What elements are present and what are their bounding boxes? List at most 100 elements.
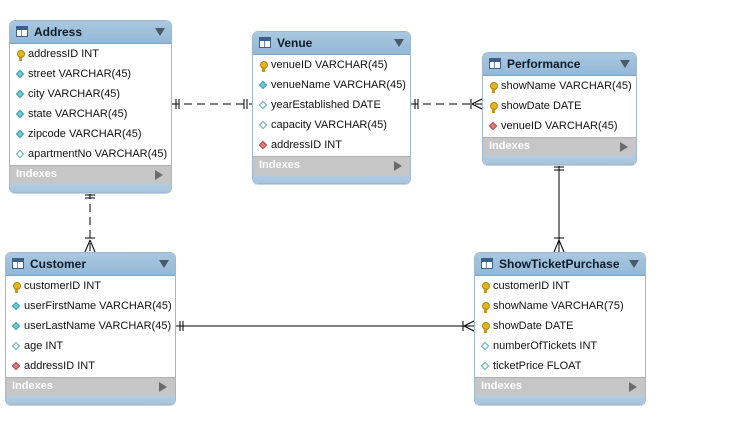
empty-diamond-icon [15, 149, 25, 160]
table-footer [475, 396, 645, 404]
filled-diamond-icon [11, 301, 21, 312]
column-row[interactable]: yearEstablished DATE [253, 96, 410, 116]
collapse-toggle-icon[interactable] [629, 260, 639, 268]
column-row[interactable]: showDate DATE [483, 97, 636, 117]
collapse-toggle-icon[interactable] [155, 28, 165, 36]
column-label: addressID INT [24, 360, 95, 372]
column-label: showDate DATE [493, 320, 574, 332]
column-label: venueID VARCHAR(45) [501, 120, 618, 132]
expand-arrow-icon[interactable] [620, 142, 628, 152]
column-list: showName VARCHAR(45) showDate DATE venueID… [483, 76, 636, 137]
column-label: state VARCHAR(45) [28, 108, 128, 120]
column-row[interactable]: userFirstName VARCHAR(45) [6, 297, 175, 317]
relationship-customer-showticketpurchase[interactable] [175, 320, 475, 332]
table-header[interactable]: Address [10, 21, 171, 44]
indexes-section[interactable]: Indexes [475, 377, 645, 396]
column-label: addressID INT [271, 139, 342, 151]
primary-key-icon [12, 282, 21, 293]
empty-diamond-icon [258, 120, 268, 131]
filled-diamond-icon [15, 109, 25, 120]
column-row[interactable]: street VARCHAR(45) [10, 65, 171, 85]
column-row[interactable]: customerID INT [475, 277, 645, 297]
column-row[interactable]: addressID INT [253, 136, 410, 156]
column-label: zipcode VARCHAR(45) [28, 128, 142, 140]
indexes-label: Indexes [259, 159, 300, 171]
column-row[interactable]: showDate DATE [475, 317, 645, 337]
column-row[interactable]: numberOfTickets INT [475, 337, 645, 357]
column-row[interactable]: capacity VARCHAR(45) [253, 116, 410, 136]
table-footer [10, 184, 171, 192]
column-row[interactable]: ticketPrice FLOAT [475, 357, 645, 377]
relationship-venue-performance[interactable] [410, 98, 483, 110]
table-header[interactable]: ShowTicketPurchase [475, 253, 645, 276]
column-row[interactable]: city VARCHAR(45) [10, 85, 171, 105]
collapse-toggle-icon[interactable] [159, 260, 169, 268]
column-row[interactable]: age INT [6, 337, 175, 357]
expand-arrow-icon[interactable] [394, 161, 402, 171]
relationship-address-customer[interactable] [84, 191, 96, 253]
column-row[interactable]: showName VARCHAR(45) [483, 77, 636, 97]
column-row[interactable]: venueID VARCHAR(45) [253, 56, 410, 76]
indexes-label: Indexes [481, 380, 522, 392]
filled-diamond-icon [15, 69, 25, 80]
column-label: capacity VARCHAR(45) [271, 119, 387, 131]
indexes-section[interactable]: Indexes [10, 165, 171, 184]
column-row[interactable]: state VARCHAR(45) [10, 105, 171, 125]
column-label: numberOfTickets INT [493, 340, 598, 352]
table-icon [16, 26, 28, 37]
column-row[interactable]: customerID INT [6, 277, 175, 297]
foreign-key-icon [258, 140, 268, 151]
table-venue[interactable]: Venue venueID VARCHAR(45) venueName VARCHA… [252, 31, 411, 184]
column-label: customerID INT [24, 280, 102, 292]
empty-diamond-icon [11, 341, 21, 352]
expand-arrow-icon[interactable] [159, 382, 167, 392]
column-label: userFirstName VARCHAR(45) [24, 300, 172, 312]
column-row[interactable]: addressID INT [10, 45, 171, 65]
column-row[interactable]: apartmentNo VARCHAR(45) [10, 145, 171, 165]
filled-diamond-icon [11, 321, 21, 332]
column-label: yearEstablished DATE [271, 99, 381, 111]
column-label: showName VARCHAR(45) [501, 80, 632, 92]
column-label: showDate DATE [501, 100, 582, 112]
table-header[interactable]: Customer [6, 253, 175, 276]
relationship-address-venue[interactable] [171, 99, 252, 109]
table-customer[interactable]: Customer customerID INT userFirstName VARC… [5, 252, 176, 405]
empty-diamond-icon [480, 341, 490, 352]
indexes-section[interactable]: Indexes [483, 137, 636, 156]
expand-arrow-icon[interactable] [629, 382, 637, 392]
column-row[interactable]: zipcode VARCHAR(45) [10, 125, 171, 145]
foreign-key-icon [11, 361, 21, 372]
column-label: ticketPrice FLOAT [493, 360, 582, 372]
column-label: apartmentNo VARCHAR(45) [28, 148, 168, 160]
collapse-toggle-icon[interactable] [394, 39, 404, 47]
collapse-toggle-icon[interactable] [620, 60, 630, 68]
indexes-label: Indexes [489, 140, 530, 152]
table-icon [12, 258, 24, 269]
table-name: Venue [277, 36, 313, 50]
column-row[interactable]: venueID VARCHAR(45) [483, 117, 636, 137]
filled-diamond-icon [15, 89, 25, 100]
relationship-performance-showticketpurchase[interactable] [553, 163, 565, 253]
indexes-section[interactable]: Indexes [6, 377, 175, 396]
column-label: age INT [24, 340, 64, 352]
table-performance[interactable]: Performance showName VARCHAR(45) showDate … [482, 52, 637, 165]
column-row[interactable]: userLastName VARCHAR(45) [6, 317, 175, 337]
table-icon [481, 258, 493, 269]
table-name: Address [34, 25, 83, 39]
expand-arrow-icon[interactable] [155, 170, 163, 180]
column-row[interactable]: venueName VARCHAR(45) [253, 76, 410, 96]
table-header[interactable]: Performance [483, 53, 636, 76]
column-label: venueName VARCHAR(45) [271, 79, 406, 91]
table-name: Performance [507, 57, 581, 71]
column-row[interactable]: showName VARCHAR(75) [475, 297, 645, 317]
table-header[interactable]: Venue [253, 32, 410, 55]
indexes-label: Indexes [16, 168, 57, 180]
indexes-section[interactable]: Indexes [253, 156, 410, 175]
filled-diamond-icon [258, 80, 268, 91]
column-row[interactable]: addressID INT [6, 357, 175, 377]
